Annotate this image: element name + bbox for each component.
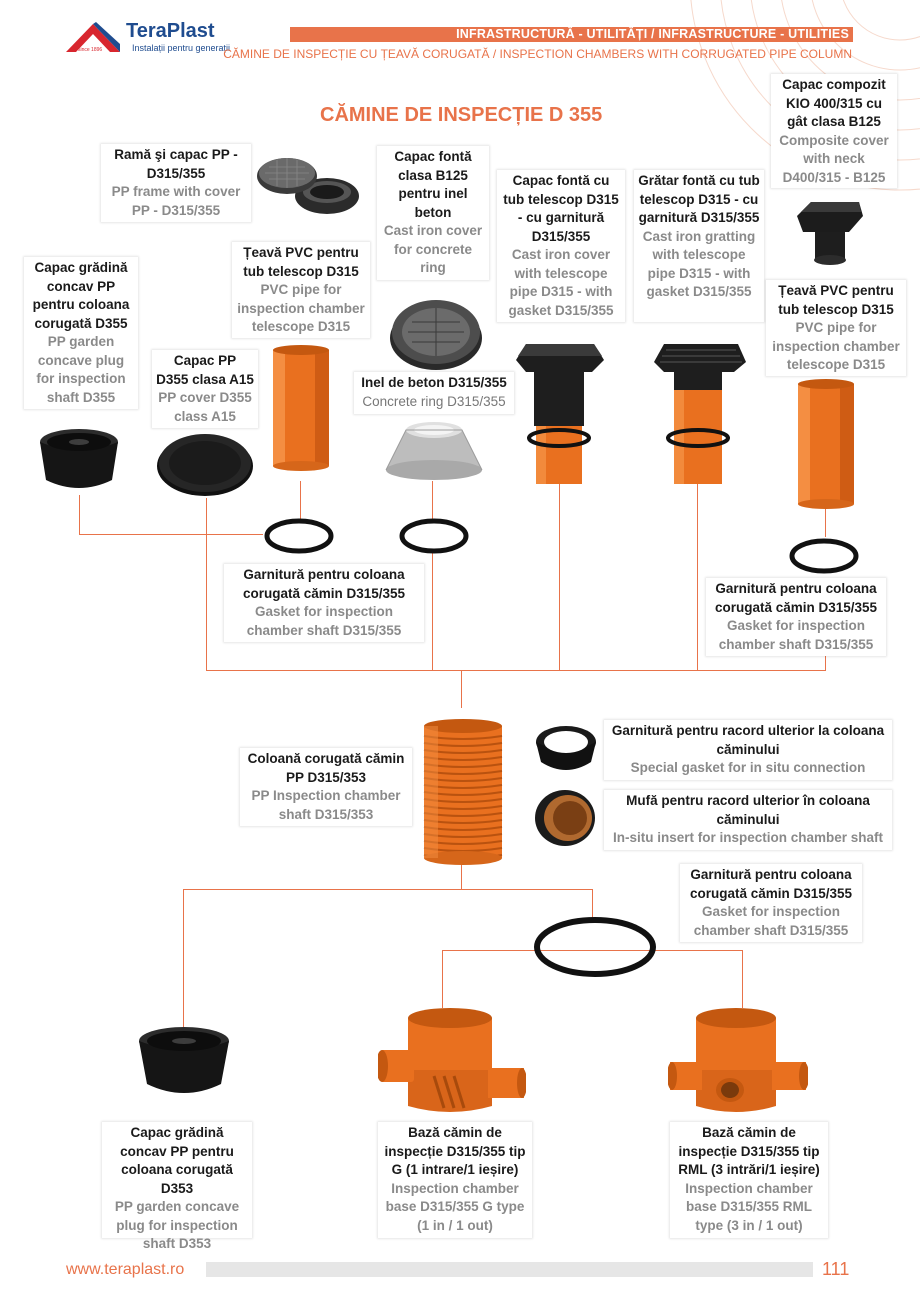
- grating-telescope-image: [654, 344, 746, 484]
- label-garden-plug-d353: Capac grădină concav PP pentru coloana c…: [102, 1122, 252, 1251]
- gasket-ring-3-image: [789, 538, 859, 574]
- label-en: Cast iron gratting with telescope pipe D…: [642, 228, 756, 300]
- cast-iron-cover-b125-image: [390, 300, 482, 370]
- cast-iron-cover-telescope-image: [516, 344, 604, 484]
- label-pvc-pipe-right: Țeavă PVC pentru tub telescop D315 PVC p…: [766, 280, 906, 376]
- label-ro: Garnitură pentru racord ulterior la colo…: [611, 723, 885, 757]
- pp-cover-a15-image: [157, 434, 253, 496]
- label-ro: Garnitură pentru coloana corugată cămin …: [689, 867, 853, 901]
- label-gasket-left: Garnitură pentru coloana corugată cămin …: [224, 564, 424, 642]
- label-ro: Țeavă PVC pentru tub telescop D315: [243, 245, 359, 279]
- label-en: Inspection chamber base D315/355 RML typ…: [685, 1180, 813, 1233]
- pvc-pipe-right-image: [798, 379, 854, 509]
- label-concrete-ring: Inel de beton D315/355 Concrete ring D31…: [354, 372, 514, 414]
- label-ro: Grătar fontă cu tub telescop D315 - cu g…: [638, 173, 760, 225]
- footer-url[interactable]: www.teraplast.ro: [66, 1261, 185, 1278]
- label-en: PP garden concave plug for inspection sh…: [36, 334, 126, 405]
- subtitle-sep: /: [489, 47, 500, 61]
- label-insert-socket: Mufă pentru racord ulterior în coloana c…: [604, 790, 892, 850]
- subtitle-ro: CĂMINE DE INSPECȚIE CU ȚEAVĂ CORUGATĂ: [223, 47, 490, 61]
- label-ro: Coloană corugată cămin PP D315/353: [247, 751, 405, 785]
- label-ro: Capac grădină concav PP pentru coloana c…: [32, 260, 130, 331]
- label-chamber-base-g: Bază cămin de inspecție D315/355 tip G (…: [378, 1122, 532, 1238]
- composite-cover-image: [797, 202, 863, 265]
- roof-logo-icon: [66, 22, 120, 52]
- brand-since: since 1896: [78, 47, 103, 53]
- gasket-ring-2-image: [399, 518, 469, 554]
- label-cast-iron-cover-telescope: Capac fontă cu tub telescop D315 - cu ga…: [497, 170, 625, 322]
- label-en: Cast iron cover with telescope pipe D315…: [508, 247, 614, 318]
- concrete-ring-image: [385, 422, 483, 480]
- label-cast-iron-cover-b125: Capac fontă clasa B125 pentru inel beton…: [377, 146, 489, 280]
- label-en: Composite cover with neck D400/315 - B12…: [779, 132, 889, 185]
- label-ro: Capac compozit KIO 400/315 cu gât clasa …: [782, 77, 886, 129]
- category-text: INFRASTRUCTURĂ - UTILITĂȚI / INFRASTRUCT…: [456, 27, 849, 41]
- label-en: PVC pipe for inspection chamber telescop…: [772, 320, 900, 372]
- page-number: 111: [822, 1259, 850, 1279]
- footer-bar: [206, 1262, 813, 1277]
- corrugated-column-image: [423, 719, 503, 865]
- page-title: CĂMINE DE INSPECȚIE D 355: [320, 104, 603, 126]
- label-gasket-right: Garnitură pentru coloana corugată cămin …: [706, 578, 886, 656]
- label-en: Cast iron cover for concrete ring: [383, 223, 483, 275]
- insert-socket-image: [535, 790, 595, 846]
- label-en: Inspection chamber base D315/355 G type …: [385, 1180, 525, 1233]
- label-en: PP Inspection chamber shaft D315/353: [251, 788, 401, 822]
- section-subtitle: CĂMINE DE INSPECȚIE CU ȚEAVĂ CORUGATĂ / …: [223, 47, 852, 62]
- label-special-gasket: Garnitură pentru racord ulterior la colo…: [604, 720, 892, 780]
- label-pp-frame-cover: Ramă şi capac PP - D315/355 PP frame wit…: [101, 144, 251, 222]
- label-en: Concrete ring D315/355: [362, 393, 506, 409]
- chamber-base-g-image: [378, 1008, 526, 1112]
- label-en: Gasket for inspection chamber shaft D315…: [246, 604, 402, 638]
- special-gasket-image: [536, 726, 596, 770]
- label-ro: Garnitură pentru coloana corugată cămin …: [714, 581, 878, 615]
- category-bar: INFRASTRUCTURĂ - UTILITĂȚI / INFRASTRUCT…: [290, 27, 853, 42]
- label-en: PVC pipe for inspection chamber telescop…: [237, 282, 365, 334]
- label-ro: Capac grădină concav PP pentru coloana c…: [120, 1125, 234, 1196]
- label-pvc-pipe-left: Țeavă PVC pentru tub telescop D315 PVC p…: [232, 242, 370, 338]
- garden-plug-d353-image: [139, 1027, 229, 1093]
- brand-logo: since 1896 TeraPlast Instalații pentru g…: [66, 20, 236, 58]
- decorative-arcs: [690, 0, 920, 191]
- label-en: Gasket for inspection chamber shaft D315…: [693, 904, 849, 938]
- label-ro: Capac fontă cu tub telescop D315 - cu ga…: [503, 173, 619, 244]
- label-ro: Țeavă PVC pentru tub telescop D315: [778, 283, 894, 317]
- garden-plug-d355-image: [40, 429, 118, 488]
- label-ro: Capac PP D355 clasa A15: [156, 353, 254, 387]
- label-gasket-base: Garnitură pentru coloana corugată cămin …: [680, 864, 862, 942]
- chamber-base-rml-image: [668, 1008, 808, 1112]
- label-corrugated-column: Coloană corugată cămin PP D315/353 PP In…: [240, 748, 412, 826]
- gasket-base-image: [534, 917, 656, 977]
- label-en: In-situ insert for inspection chamber sh…: [612, 830, 884, 845]
- brand-name: TeraPlast: [126, 20, 215, 42]
- label-en: Special gasket for in situ connection: [630, 760, 866, 775]
- label-ro: Capac fontă clasa B125 pentru inel beton: [394, 149, 472, 220]
- label-pp-cover-a15: Capac PP D355 clasa A15 PP cover D355 cl…: [152, 350, 258, 428]
- label-ro: Bază cămin de inspecție D315/355 tip RML…: [678, 1125, 820, 1177]
- label-grating-telescope: Grătar fontă cu tub telescop D315 - cu g…: [634, 170, 764, 322]
- pp-frame-cover-image: [257, 158, 359, 214]
- pvc-pipe-left-image: [273, 345, 329, 471]
- label-en: Gasket for inspection chamber shaft D315…: [718, 618, 874, 652]
- label-ro: Inel de beton D315/355: [361, 375, 507, 390]
- label-en: PP frame with cover PP - D315/355: [111, 184, 241, 218]
- label-composite-cover: Capac compozit KIO 400/315 cu gât clasa …: [771, 74, 897, 188]
- subtitle-en: INSPECTION CHAMBERS WITH CORRUGATED PIPE…: [499, 47, 852, 61]
- label-chamber-base-rml: Bază cămin de inspecție D315/355 tip RML…: [670, 1122, 828, 1238]
- label-en: PP cover D355 class A15: [158, 390, 252, 424]
- label-ro: Bază cămin de inspecție D315/355 tip G (…: [384, 1125, 526, 1177]
- label-garden-plug-d355: Capac grădină concav PP pentru coloana c…: [24, 257, 138, 409]
- gasket-ring-1-image: [264, 518, 334, 554]
- label-ro: Mufă pentru racord ulterior în coloana c…: [626, 793, 870, 827]
- label-ro: Ramă şi capac PP - D315/355: [114, 147, 238, 181]
- brand-tagline: Instalații pentru generații: [132, 43, 231, 53]
- label-ro: Garnitură pentru coloana corugată cămin …: [242, 567, 406, 601]
- label-en: PP garden concave plug for inspection sh…: [114, 1199, 240, 1251]
